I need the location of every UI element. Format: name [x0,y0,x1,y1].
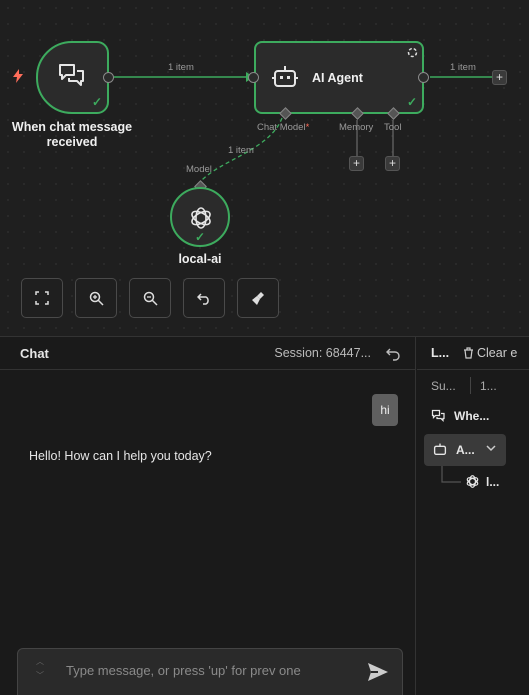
workflow-canvas[interactable]: ✓ When chat message received 1 item AI A… [0,0,529,336]
zoom-in-icon [89,291,104,306]
tool-label: Tool [384,122,402,133]
trigger-output-port[interactable] [103,72,114,83]
chat-header: Chat Session: 68447... [0,337,415,370]
zoom-out-button[interactable] [129,278,171,318]
openai-icon [466,475,479,488]
log-item-model[interactable]: l... [465,474,499,489]
logs-header: L... Clear e [417,337,529,370]
logs-title: L... [431,346,450,360]
edge-label: 1 item [228,145,254,156]
openai-icon [191,207,211,229]
bottom-panel: Chat Session: 68447... hi Hello! How can… [0,336,529,695]
success-check-icon: ✓ [406,95,417,109]
undo-icon [197,293,209,305]
robot-icon [272,66,298,87]
broom-icon [251,291,264,305]
trigger-node-label: When chat message received [11,120,133,149]
logs-pane: L... Clear e Su... 1... Whe... [417,337,529,695]
expand-icon[interactable] [407,47,418,58]
assistant-message: Hello! How can I help you today? [29,449,212,463]
edge-model-agent [199,117,283,183]
tidy-up-button[interactable] [237,278,279,318]
clear-execution-button[interactable]: Clear e [463,346,517,360]
log-item-agent[interactable]: A... [424,434,506,466]
separator [470,377,471,394]
chat-model-label: Chat Model* [257,122,310,133]
agent-input-port[interactable] [248,72,259,83]
tree-connector [441,466,461,483]
history-stepper[interactable]: ︿﹀ [34,655,46,683]
add-memory-button[interactable]: + [349,156,364,171]
add-tool-button[interactable]: + [385,156,400,171]
reset-zoom-button[interactable] [183,278,225,318]
chat-message-input[interactable] [66,663,346,678]
chat-title: Chat [20,345,49,361]
log-item-label: l... [486,474,500,489]
chat-input-box: ︿﹀ [17,648,403,695]
local-ai-node[interactable]: ✓ [170,187,230,247]
chevron-down-icon[interactable]: ﹀ [36,671,44,680]
ai-agent-label: AI Agent [312,71,363,85]
chat-icon [431,409,445,423]
edge-label: 1 item [450,62,476,73]
chevron-up-icon[interactable]: ︿ [36,657,44,666]
trigger-node[interactable]: ✓ [36,41,109,114]
user-message: hi [372,394,398,426]
local-ai-label: local-ai [178,252,222,266]
success-check-icon: ✓ [91,95,102,109]
summary-label[interactable]: Su... [431,379,456,393]
log-item-label: A... [456,443,475,457]
add-node-button[interactable]: + [492,70,507,85]
trash-icon [464,347,473,359]
log-item-label: Whe... [454,409,490,423]
chat-pane: Chat Session: 68447... hi Hello! How can… [0,337,416,695]
send-icon[interactable] [366,660,390,684]
refresh-session-icon[interactable] [385,345,401,361]
memory-label: Memory [339,122,374,133]
summary-count: 1... [480,379,497,393]
agent-output-port[interactable] [418,72,429,83]
lightning-icon [13,69,23,83]
robot-icon [433,443,447,456]
chevron-down-icon[interactable] [486,445,496,452]
fit-view-icon [35,291,49,305]
edge-label: 1 item [168,62,194,73]
zoom-in-button[interactable] [75,278,117,318]
session-id: Session: 68447... [274,346,371,360]
clear-execution-label: Clear e [477,346,518,360]
log-item-trigger[interactable]: Whe... [431,409,489,423]
model-port-label: Model [186,164,212,175]
fit-view-button[interactable] [21,278,63,318]
chat-bubbles-icon [59,64,84,86]
zoom-out-icon [143,291,158,306]
ai-agent-node[interactable]: AI Agent ✓ [254,41,424,114]
success-check-icon: ✓ [195,230,206,244]
